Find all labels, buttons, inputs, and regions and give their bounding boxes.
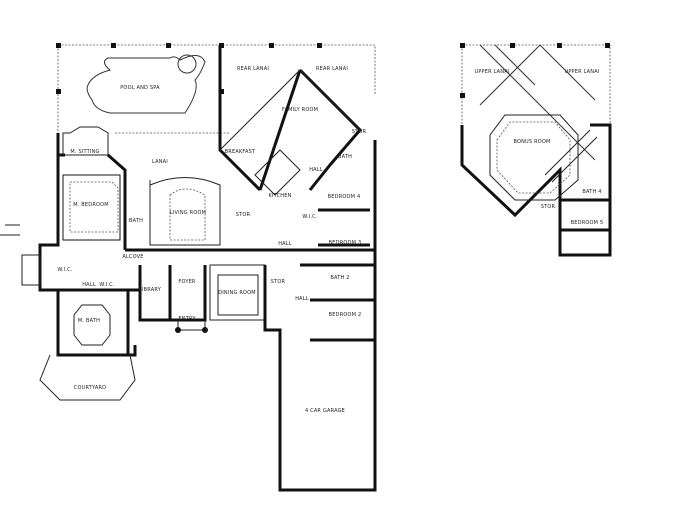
kitchen-island	[254, 149, 301, 196]
room-label-stor: STOR	[541, 204, 556, 210]
room-label-courtyard: COURTYARD	[74, 385, 106, 391]
room-label-rear-lanai: REAR LANAI	[237, 66, 269, 72]
room-label-library: LIBRARY	[139, 287, 162, 293]
room-label-garage: 4 CAR GARAGE	[305, 408, 345, 414]
room-label-bath: BATH	[338, 154, 352, 160]
room-label-hall: HALL	[278, 241, 292, 247]
room-label-pool-and-spa: POOL AND SPA	[120, 85, 160, 91]
room-label-bath-4: BATH 4	[582, 189, 601, 195]
room-label-m-sitting: M. SITTING	[70, 149, 99, 155]
room-label-upper-lanai: UPPER LANAI	[564, 69, 599, 75]
room-label-bath-2: BATH 2	[330, 275, 349, 281]
first-floor-plan	[0, 43, 377, 492]
room-label-lanai: LANAI	[152, 159, 168, 165]
room-label-stor: STOR	[236, 212, 251, 218]
room-label-bedroom-3: BEDROOM 3	[329, 240, 362, 246]
m-sitting-outline	[62, 126, 109, 156]
room-label-bedroom-2: BEDROOM 2	[329, 312, 362, 318]
room-label-wic: W.I.C.	[57, 267, 73, 273]
room-labels: POOL AND SPA REAR LANAI REAR LANAI FAMIL…	[57, 66, 603, 414]
room-label-stor: STOR	[352, 129, 367, 135]
room-label-upper-lanai: UPPER LANAI	[474, 69, 509, 75]
room-label-foyer: FOYER	[178, 279, 196, 285]
room-label-rear-lanai: REAR LANAI	[316, 66, 348, 72]
room-label-bath: BATH	[129, 218, 143, 224]
room-label-stor: STOR	[271, 279, 286, 285]
upper-lanai-posts	[460, 43, 610, 98]
room-label-living-room: LIVING ROOM	[170, 210, 206, 216]
room-label-hall: HALL	[309, 167, 323, 173]
room-label-m-bath: M. BATH	[78, 318, 100, 324]
room-label-m-bedroom: M. BEDROOM	[73, 202, 109, 208]
room-label-bonus-room: BONUS ROOM	[513, 139, 550, 145]
pool-outline	[86, 55, 206, 114]
spa-outline	[177, 54, 197, 74]
lanai-posts	[56, 43, 322, 94]
room-label-wic: W.I.C.	[302, 214, 318, 220]
room-label-bedroom-5: BEDROOM 5	[571, 220, 604, 226]
second-floor-plan	[460, 43, 612, 257]
room-label-hall: HALL	[295, 296, 309, 302]
room-label-family-room: FAMILY ROOM	[282, 107, 318, 113]
room-label-breakfast: BREAKFAST	[225, 149, 256, 155]
room-label-kitchen: KITCHEN	[268, 193, 291, 199]
room-label-hall: HALL	[82, 282, 96, 288]
rear-lanai-boundary	[57, 44, 376, 134]
room-label-entry: ENTRY	[178, 316, 196, 322]
room-label-wic: W.I.C.	[99, 282, 115, 288]
room-label-dining-room: DINING ROOM	[218, 290, 256, 296]
room-label-alcove: ALCOVE	[122, 254, 143, 260]
room-label-bedroom-4: BEDROOM 4	[328, 194, 361, 200]
